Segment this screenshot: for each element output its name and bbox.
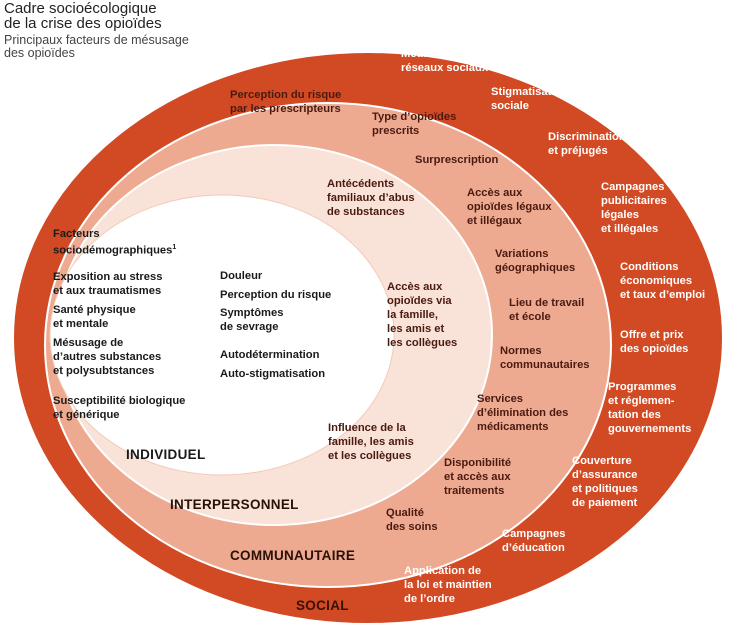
subtitle-line-1: Principaux facteurs de mésusage — [4, 33, 189, 47]
page-subtitle: Principaux facteurs de mésusage des opio… — [4, 34, 189, 60]
factor-auto-stigmatisation: Auto-stigmatisation — [220, 368, 326, 380]
subtitle-line-2: des opioïdes — [4, 46, 75, 60]
factor-sante-physique-mentale: Santé physique et mentale — [53, 304, 136, 330]
factor-conditions-economiques: Conditions économiques et taux d’emploi — [620, 261, 706, 301]
factor-acces-famille-amis: Accès aux opioïdes via la famille, les a… — [387, 281, 458, 349]
title-line-2: de la crise des opioïdes — [4, 15, 162, 32]
factor-services-elimination: Services d’élimination des médicaments — [477, 393, 569, 433]
page-title: Cadre socioécologique de la crise des op… — [4, 1, 162, 31]
factor-stress-traumatismes: Exposition au stress et aux traumatismes — [53, 271, 163, 297]
footnote-marker: 1 — [172, 244, 177, 251]
factor-couverture-assurance: Couverture d’assurance et politiques de … — [572, 455, 638, 509]
factor-mesusage-substances: Mésusage de d’autres substances et polys… — [53, 337, 162, 377]
level-interpersonnel: INTERPERSONNEL — [170, 497, 299, 512]
factor-symptomes-sevrage: Symptômes de sevrage — [220, 307, 284, 333]
factor-lieu-travail: Lieu de travail et école — [509, 297, 585, 323]
factor-variations-geographiques: Variations géographiques — [495, 248, 576, 274]
factor-programmes-reglementation: Programmes et réglemen- tation des gouve… — [608, 381, 692, 435]
factor-disponibilite-traitements: Disponibilité et accès aux traitements — [444, 457, 512, 497]
factor-susceptibilite: Susceptibilité biologique et générique — [53, 395, 186, 421]
factor-campagnes-publicitaires: Campagnes publicitaires légales et illég… — [601, 181, 667, 235]
factor-campagnes-education: Campagnes d’éducation — [502, 528, 566, 554]
factor-influence-famille: Influence de la famille, les amis et les… — [328, 422, 414, 462]
factor-surprescription: Surprescription — [415, 154, 499, 166]
factor-stigmatisation-sociale: Stigmatisation sociale — [491, 86, 569, 112]
factor-perception-prescripteurs: Perception du risque par les prescripteu… — [230, 89, 342, 115]
level-individuel: INDIVIDUEL — [126, 447, 206, 462]
factor-normes-communautaires: Normes communautaires — [500, 345, 590, 371]
factor-discrimination: Discrimination et préjugés — [548, 131, 626, 157]
title-line-1: Cadre socioécologique — [4, 0, 157, 17]
factor-perception-risque: Perception du risque — [220, 289, 332, 301]
factor-acces-legaux-illegaux: Accès aux opioïdes légaux et illégaux — [467, 187, 552, 227]
factor-application-loi: Application de la loi et maintien de l’o… — [404, 565, 492, 605]
factor-medias-reseaux: Médias et réseaux sociaux — [401, 48, 489, 74]
factor-sociodemographiques: Facteurs sociodémographiques1 — [53, 228, 177, 257]
factor-douleur: Douleur — [220, 270, 263, 282]
ring-individuel — [49, 194, 395, 476]
factor-qualite-soins: Qualité des soins — [386, 507, 438, 533]
factor-type-opioides: Type d’opioïdes prescrits — [372, 111, 457, 137]
factor-antecedents-familiaux: Antécédents familiaux d’abus de substanc… — [327, 178, 415, 218]
level-social: SOCIAL — [296, 598, 349, 613]
factor-autodetermination: Autodétermination — [220, 349, 320, 361]
level-communautaire: COMMUNAUTAIRE — [230, 548, 356, 563]
factor-offre-prix: Offre et prix des opioïdes — [620, 329, 689, 355]
